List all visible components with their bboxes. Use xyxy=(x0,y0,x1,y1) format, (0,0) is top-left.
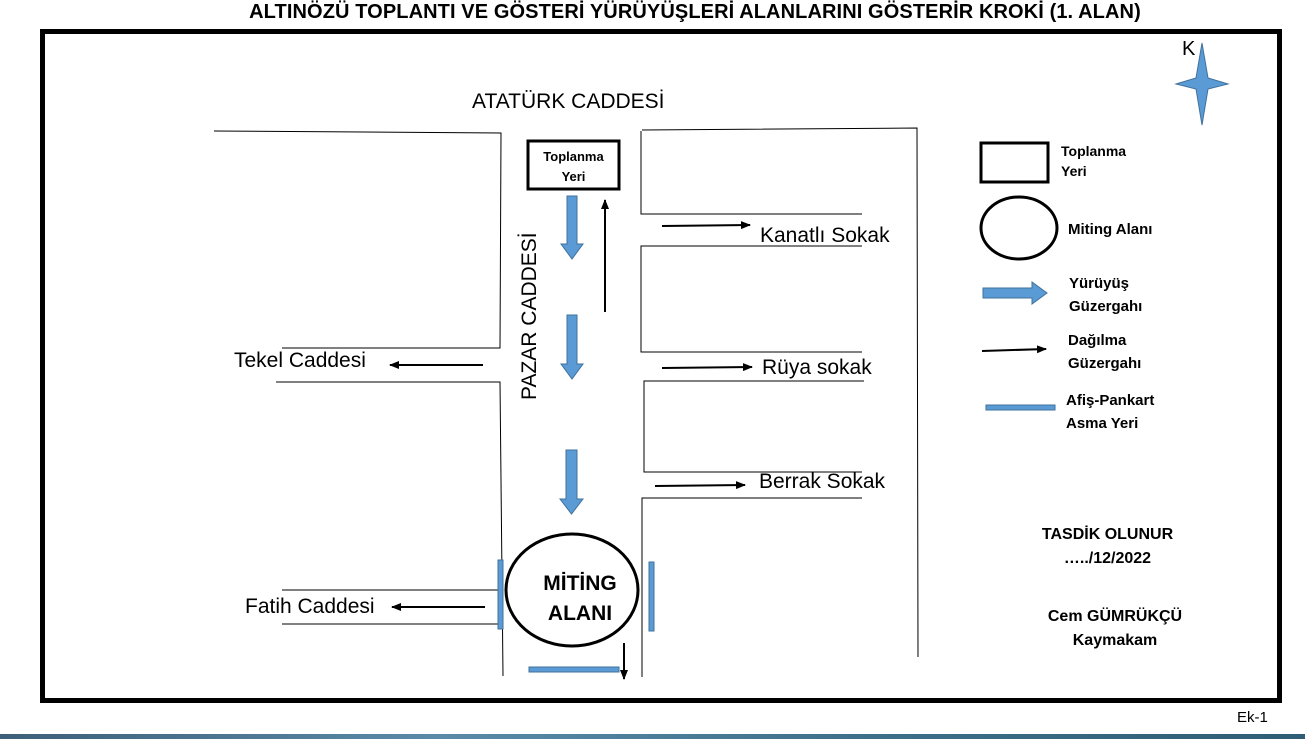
signatory-name: Cem GÜMRÜKÇÜ xyxy=(1047,608,1183,625)
legend-miting-icon xyxy=(979,195,1059,261)
legend-yuruyus-label: Yürüyüş Güzergahı xyxy=(1069,272,1142,318)
legend-afis-label: Afiş-Pankart Asma Yeri xyxy=(1066,389,1154,435)
street-line-tekel-bottom xyxy=(276,381,504,677)
legend-dagilma-icon xyxy=(981,345,1047,354)
north-compass-icon xyxy=(1174,42,1230,126)
dispersal-arrows xyxy=(389,199,753,680)
march-arrow-1 xyxy=(560,195,584,260)
street-ataturk-label: ATATÜRK CADDESİ xyxy=(472,90,665,113)
legend-miting-label: Miting Alanı xyxy=(1068,221,1153,238)
approval-block: TASDİK OLUNUR …../12/2022 xyxy=(1030,523,1185,571)
dispersal-arrow-kanatli xyxy=(661,221,751,230)
toplanma-box-line2: Yeri xyxy=(561,169,586,184)
street-line-berrak-bottom xyxy=(641,497,862,677)
page-title: ALTINÖZÜ TOPLANTI VE GÖSTERİ YÜRÜYÜŞLERİ… xyxy=(249,1,1141,23)
street-kanatli-label: Kanatlı Sokak xyxy=(760,224,890,247)
street-lines xyxy=(213,127,919,677)
miting-circle-line1: MİTİNG xyxy=(543,572,617,595)
street-ruya-label: Rüya sokak xyxy=(762,356,872,379)
afis-bars xyxy=(497,559,655,673)
map-frame xyxy=(40,29,1282,703)
legend-afis-icon xyxy=(985,404,1056,411)
miting-circle xyxy=(504,532,640,648)
street-tekel-label: Tekel Caddesi xyxy=(234,349,366,372)
street-line-nw xyxy=(213,130,502,349)
street-line-kanatli-bottom xyxy=(640,245,862,353)
dispersal-arrow-ruya xyxy=(661,363,753,372)
afis-bar-bottom xyxy=(528,666,620,673)
afis-bar-left xyxy=(497,559,504,630)
footer-bar xyxy=(0,734,1305,739)
signatory-role: Kaymakam xyxy=(1072,632,1158,649)
legend-toplanma-icon xyxy=(979,141,1050,184)
legend-afis-line1: Afiş-Pankart xyxy=(1066,392,1155,409)
approval-line1: TASDİK OLUNUR xyxy=(1041,526,1174,543)
dispersal-arrow-berrak xyxy=(654,481,746,490)
toplanma-box-line1: Toplanma xyxy=(543,149,604,164)
legend-dagilma-label: Dağılma Güzergahı xyxy=(1068,329,1141,375)
legend-dagilma-line1: Dağılma xyxy=(1068,332,1127,349)
afis-bar-right xyxy=(648,561,655,632)
legend-dagilma-line2: Güzergahı xyxy=(1068,355,1142,372)
legend-toplanma-line1: Toplanma xyxy=(1061,143,1127,159)
march-arrow-2 xyxy=(560,314,584,380)
miting-circle-label: MİTİNG ALANI xyxy=(515,569,645,629)
legend-afis-line2: Asma Yeri xyxy=(1066,415,1139,432)
street-berrak-label: Berrak Sokak xyxy=(759,470,886,493)
page-label: Ek-1 xyxy=(1237,709,1268,726)
toplanma-box-label: Toplanma Yeri xyxy=(528,147,619,187)
street-line-ne xyxy=(641,127,919,658)
approval-date: …../12/2022 xyxy=(1063,550,1152,567)
street-pazar-label: PAZAR CADDESİ xyxy=(518,232,541,400)
legend-yuruyus-icon xyxy=(982,281,1048,305)
street-fatih-label: Fatih Caddesi xyxy=(245,595,375,618)
legend-yuruyus-line1: Yürüyüş xyxy=(1069,275,1130,292)
miting-circle-line2: ALANI xyxy=(547,602,613,625)
march-arrow-3 xyxy=(558,449,585,515)
legend-toplanma-line2: Yeri xyxy=(1061,163,1087,179)
compass-label: K xyxy=(1182,38,1196,60)
march-arrows xyxy=(558,195,585,515)
legend-toplanma-label: Toplanma Yeri xyxy=(1061,141,1126,181)
signatory-block: Cem GÜMRÜKÇÜ Kaymakam xyxy=(1030,605,1200,653)
street-line-kanatli-top xyxy=(640,131,862,215)
legend-yuruyus-line2: Güzergahı xyxy=(1069,298,1143,315)
toplanma-box xyxy=(526,139,621,191)
street-line-ruya-bottom xyxy=(643,380,864,473)
